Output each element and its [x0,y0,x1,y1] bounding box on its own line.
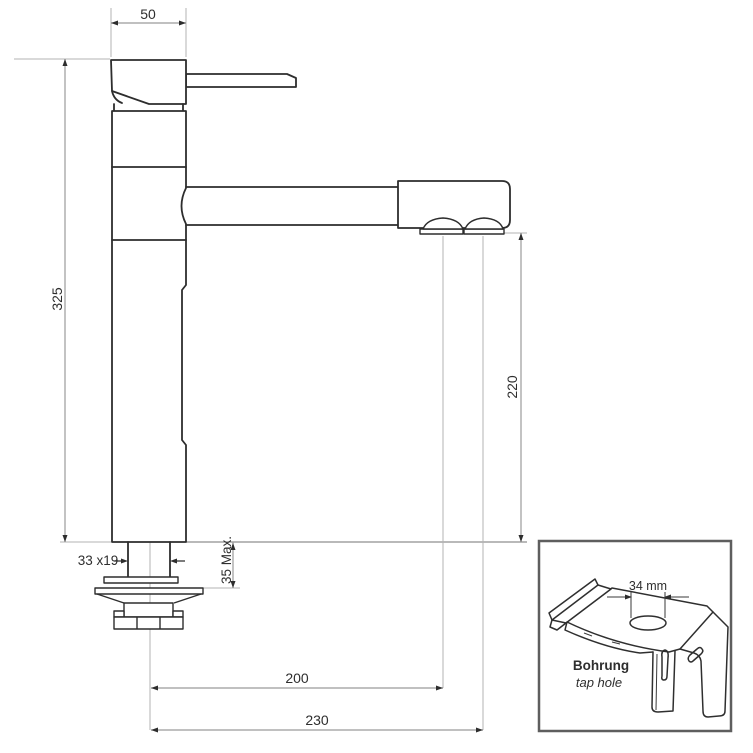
arrow-230-left [151,727,158,733]
arrow-33x19-left [121,558,128,564]
inset-rail-top [548,578,599,621]
flange-cone [96,593,202,604]
arrow-200-left [151,685,158,691]
arrow-35-bottom [230,581,236,588]
arrow-230-right [476,727,483,733]
aerator-outlets [419,217,505,235]
nut-upper [123,602,174,618]
nut-tab-right [172,610,184,618]
nut-tab-left [113,610,125,618]
arrow-35-top [230,543,236,550]
mixer-head [110,59,187,105]
aerator2-dome [464,217,504,230]
arrow-50-left [111,20,118,26]
washer [103,576,179,584]
tap-hole-inset: 34 mm Bohrung tap hole [537,539,733,733]
faucet-outline [94,59,511,630]
dimension-lines [62,20,524,733]
hex-nut [113,616,184,630]
threaded-shank [127,541,171,579]
inset-front-edge [564,621,654,654]
aerator1-dome [422,217,464,230]
inset-sketch [548,578,729,718]
label-spout-clearance: 220 [504,375,520,399]
mounting-assembly [94,541,204,630]
label-total-height: 325 [49,287,65,311]
inset-leg-slot [661,649,669,681]
label-deck-thickness: 35 Max. [219,536,234,584]
extension-lines [14,8,527,730]
label-head-width: 50 [140,6,156,22]
arrow-50-right [179,20,186,26]
inset-bend-marks [583,632,621,645]
inset-rail-end-cap [549,619,567,631]
inset-labels: 34 mm Bohrung tap hole [573,579,667,690]
label-overall-reach: 230 [305,712,329,728]
label-bohrung: Bohrung [573,658,629,673]
inset-ext-lines [630,592,666,618]
arrow-34-right [664,594,671,600]
arrow-220-bottom [518,535,524,542]
arrow-220-top [518,233,524,240]
aerator2-base [463,228,505,235]
label-hole-diameter: 34 mm [629,579,667,593]
arrow-200-right [436,685,443,691]
label-spout-reach: 200 [285,670,309,686]
label-tap-hole: tap hole [576,675,622,690]
inset-tap-hole [629,615,667,631]
base-flange [94,587,204,595]
dimension-labels: 50 325 220 35 Max. 33 x19 200 230 [49,6,520,728]
arrow-34-left [625,594,632,600]
lever-handle [185,73,297,88]
arrow-325-bottom [62,535,68,542]
arrow-33x19-right [170,558,177,564]
spout-head [397,180,511,229]
inset-rail-front [551,584,612,624]
mixer-head-arc [111,90,123,104]
inset-left-leg [651,650,676,713]
body-column [111,110,187,543]
aerator1-base [419,228,464,235]
spout-tube [185,186,399,226]
arrow-325-top [62,59,68,66]
inset-face-slot [687,646,704,663]
inset-left-leg-inner [655,653,658,711]
label-shank-thread: 33 x19 [78,553,119,568]
neck-joint [113,103,184,112]
hex-nut-facets [136,617,161,629]
